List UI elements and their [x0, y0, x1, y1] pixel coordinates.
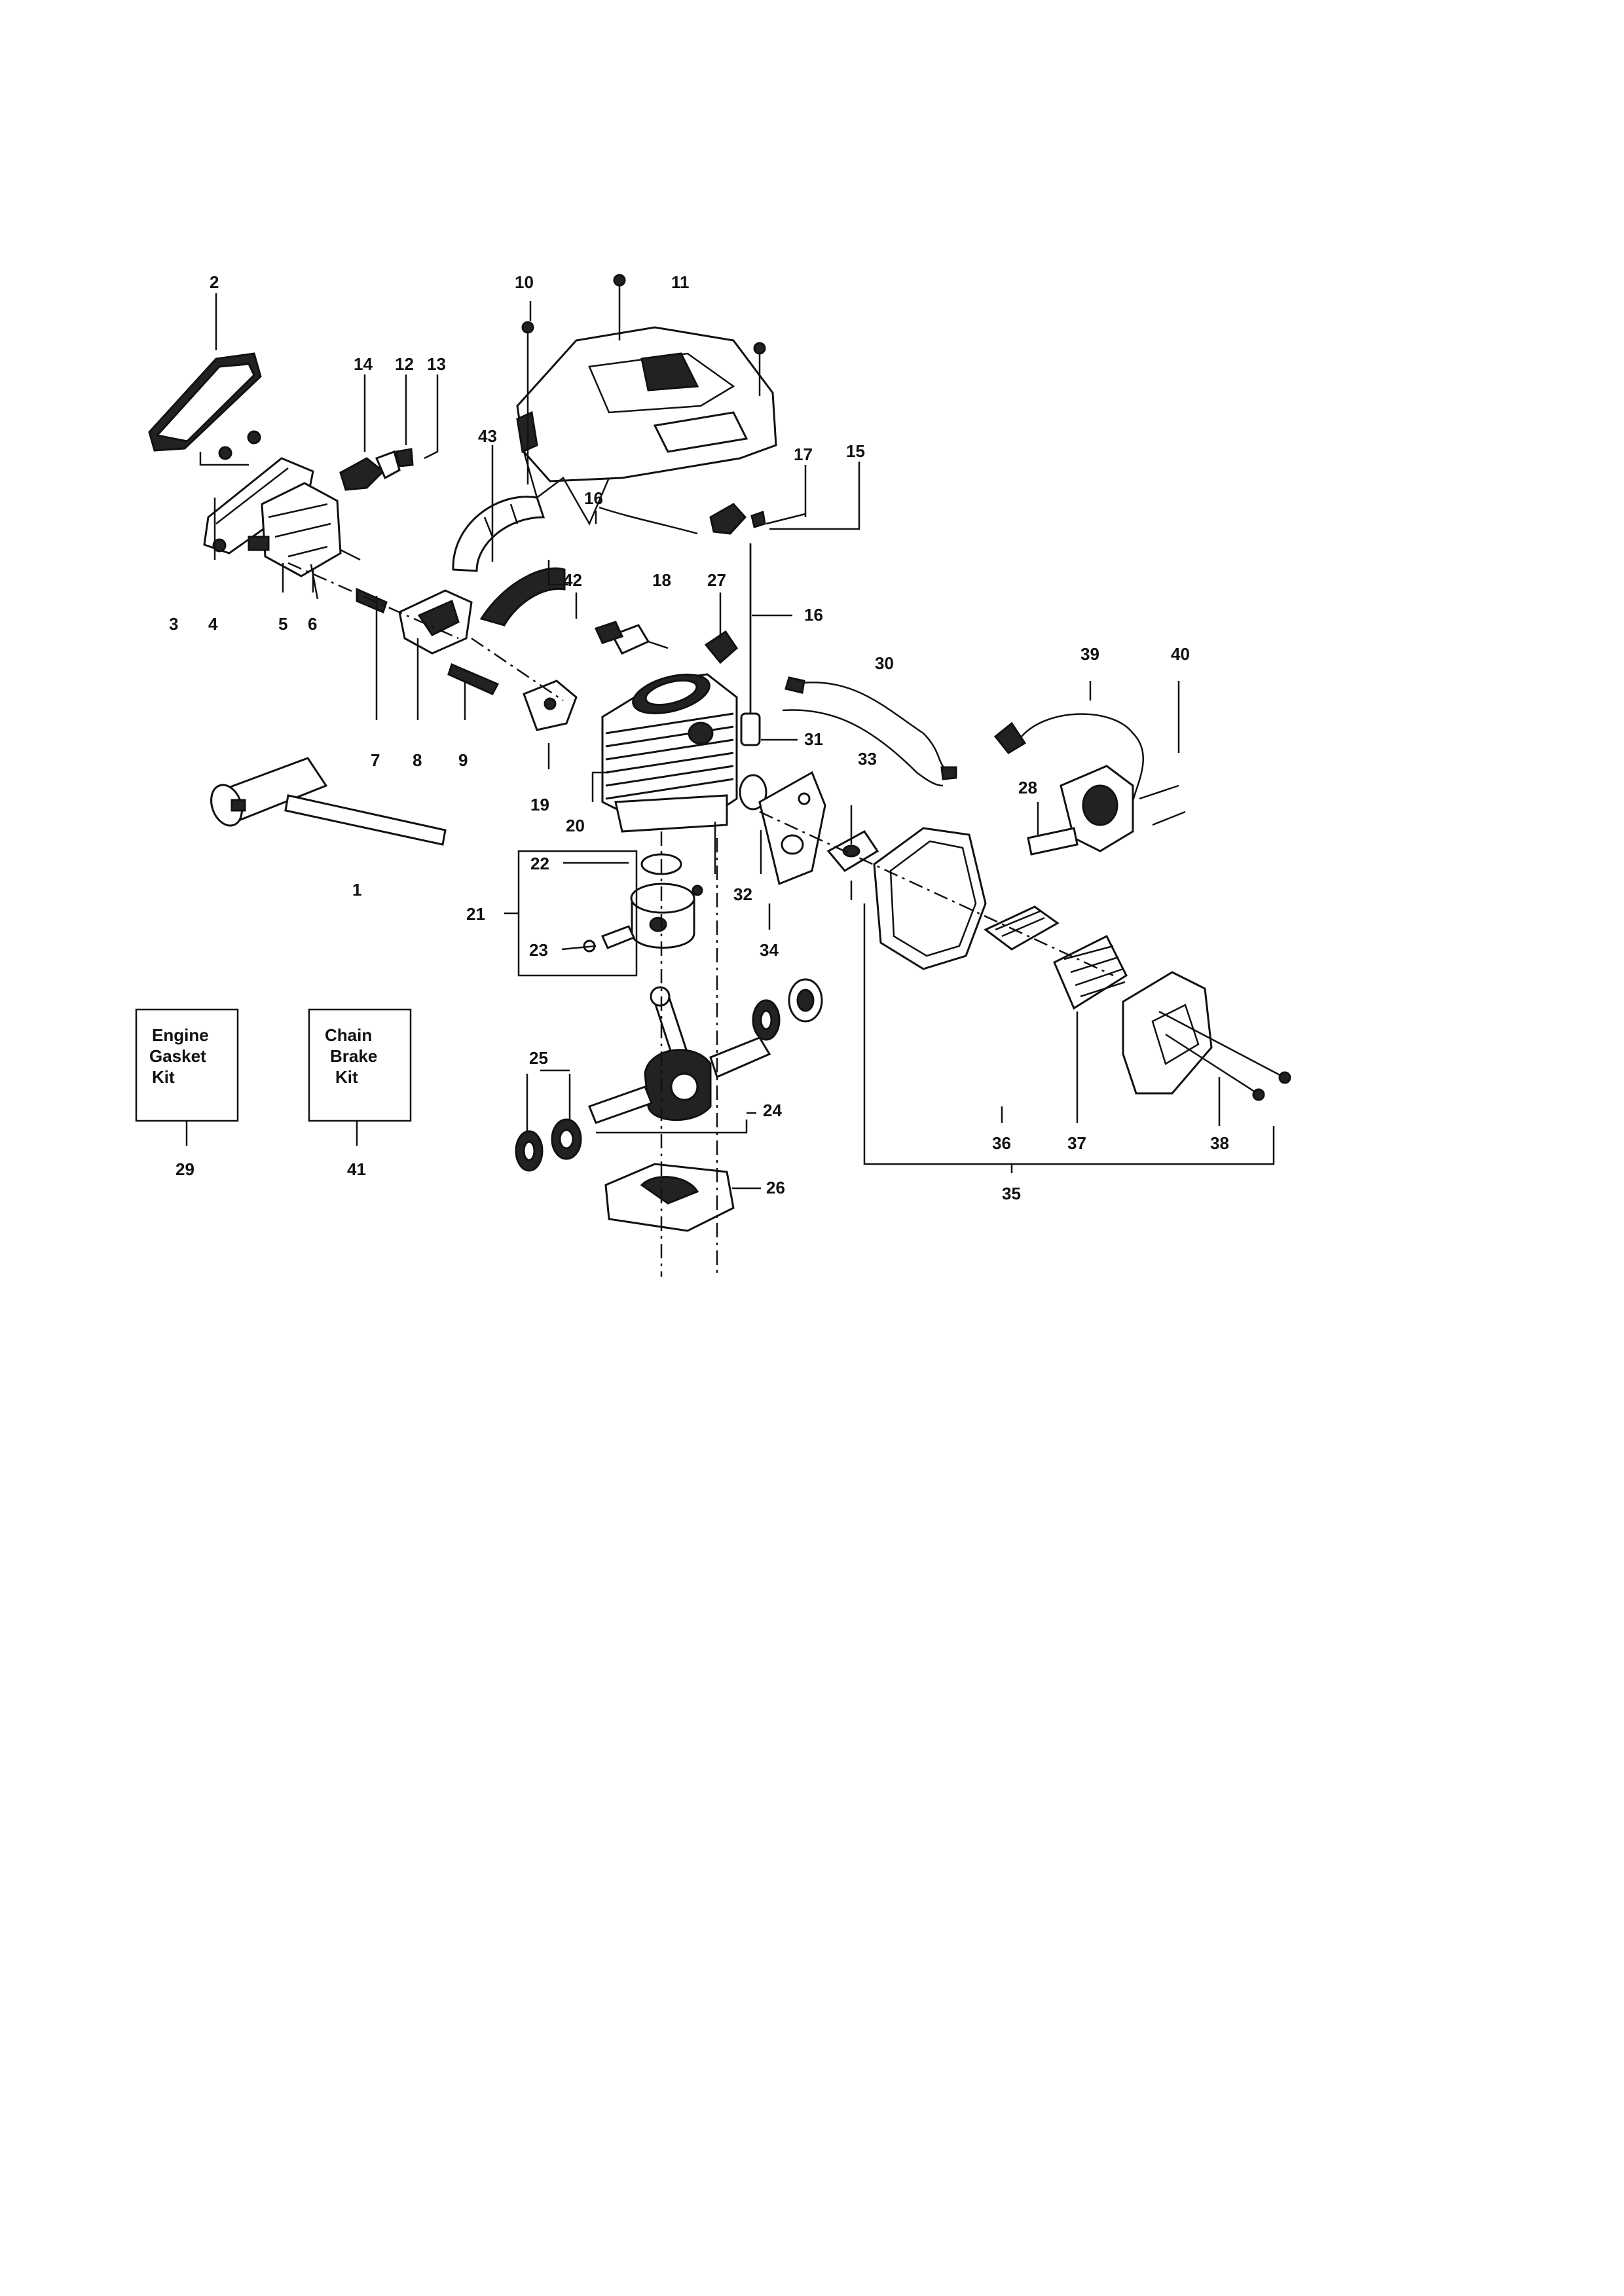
part-top-cover [516, 326, 777, 526]
callout-41: 41 [347, 1159, 366, 1179]
kit-box-chain-brake: Chain Brake Kit [308, 1008, 412, 1122]
part-crankcase [604, 1163, 735, 1232]
callout-29: 29 [175, 1159, 194, 1179]
callout-7: 7 [371, 750, 380, 770]
callout-15: 15 [846, 441, 865, 461]
kit-chain-brake-line3: Kit [335, 1067, 358, 1087]
callout-5: 5 [278, 614, 287, 634]
part-carburetor-adaptor [203, 430, 314, 555]
callout-13: 13 [427, 354, 446, 374]
part-ignition-module [993, 713, 1186, 856]
part-spark-arrestor-screen [1053, 934, 1128, 1010]
part-exhaust-plate [523, 680, 578, 731]
kit-engine-gasket-line2: Gasket [149, 1046, 206, 1066]
part-piston-assembly [583, 853, 703, 953]
callout-10: 10 [515, 272, 534, 292]
callout-34: 34 [760, 940, 779, 960]
callout-numbers: 2 3 4 5 6 7 8 9 1 10 11 14 12 13 43 16 1… [169, 272, 1229, 1203]
part-cover-knob [709, 503, 766, 535]
callout-17: 17 [794, 445, 813, 464]
callout-23: 23 [529, 940, 548, 960]
kit-chain-brake-line1: Chain [325, 1025, 372, 1045]
callout-30: 30 [875, 653, 894, 673]
kit-engine-gasket-line1: Engine [152, 1025, 209, 1045]
leader-lines [185, 293, 1275, 1190]
callout-2: 2 [210, 272, 219, 292]
callout-25: 25 [529, 1048, 548, 1068]
kit-engine-gasket-line3: Kit [152, 1067, 175, 1087]
callout-20: 20 [566, 816, 585, 835]
callout-26: 26 [766, 1178, 785, 1197]
kit-box-engine-gasket: Engine Gasket Kit [135, 1008, 239, 1122]
part-muffler-plate [984, 905, 1060, 951]
callout-3: 3 [169, 614, 178, 634]
callout-37: 37 [1067, 1133, 1086, 1153]
callout-36: 36 [992, 1133, 1011, 1153]
part-bearings-seals [515, 978, 823, 1172]
callout-1: 1 [352, 880, 361, 900]
part-fuel-line-short [599, 506, 698, 535]
callout-21: 21 [466, 904, 485, 924]
callout-18: 18 [652, 570, 671, 590]
part-carburetor [248, 482, 342, 600]
callout-8: 8 [413, 750, 422, 770]
part-crankshaft [588, 986, 771, 1124]
callout-4: 4 [208, 614, 218, 634]
callout-22: 22 [530, 854, 549, 873]
part-muffler [873, 827, 987, 970]
callout-19: 19 [530, 795, 549, 814]
part-muffler-cover [1122, 971, 1291, 1101]
part-intake-flange [340, 549, 500, 695]
kit-chain-brake-line2: Brake [330, 1046, 377, 1066]
part-cover-screws [521, 274, 766, 484]
callout-16-long: 16 [804, 605, 823, 625]
part-fuel-line-long [740, 543, 761, 746]
callout-28: 28 [1018, 778, 1037, 797]
callout-31: 31 [804, 729, 823, 749]
callout-43: 43 [478, 426, 497, 446]
callout-38: 38 [1210, 1133, 1229, 1153]
part-air-filter [148, 352, 262, 452]
part-scrench [210, 757, 447, 846]
callout-40: 40 [1171, 644, 1190, 664]
callout-33: 33 [858, 749, 877, 769]
callout-12: 12 [395, 354, 414, 374]
callout-35: 35 [1002, 1184, 1021, 1203]
part-ignition-wires [782, 676, 957, 787]
part-cylinder [601, 673, 738, 833]
callout-27: 27 [707, 570, 726, 590]
callout-14: 14 [354, 354, 373, 374]
part-intake-fittings [339, 448, 414, 491]
callout-39: 39 [1080, 644, 1099, 664]
callout-9: 9 [458, 750, 468, 770]
callout-42: 42 [563, 570, 582, 590]
part-muffler-gaskets [739, 771, 879, 886]
callout-32: 32 [733, 884, 752, 904]
callout-11: 11 [671, 272, 690, 292]
part-spark-plug-boot [704, 630, 738, 665]
callout-16-short: 16 [584, 488, 603, 508]
assembly-axes [287, 562, 1114, 1277]
part-cylinder-shroud [452, 496, 566, 627]
callout-24: 24 [763, 1101, 782, 1120]
part-spark-plug [594, 621, 669, 655]
callout-6: 6 [308, 614, 317, 634]
